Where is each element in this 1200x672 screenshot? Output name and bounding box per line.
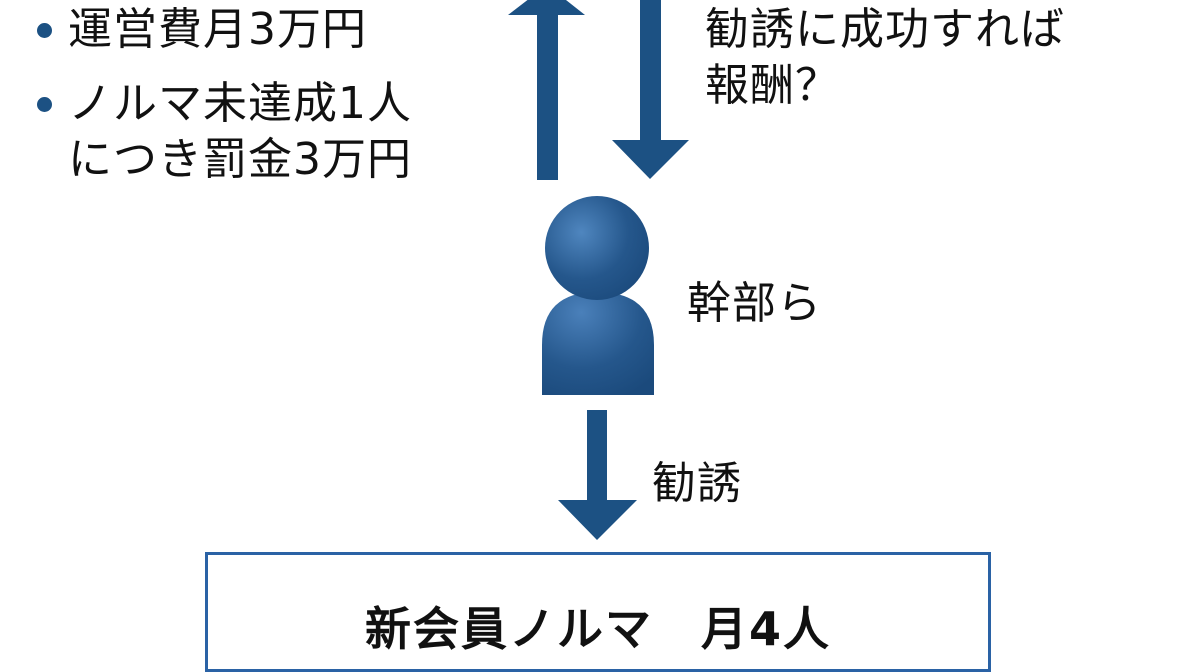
quota-text: 新会員ノルマ 月4人 [364,602,831,656]
list-item-operating-fee: 運営費月3万円 [68,4,367,55]
list-item-penalty-line1: ノルマ未達成1人 [68,78,412,129]
reward-note-line1: 勧誘に成功すれば [705,4,1065,55]
diagram-graphics [508,0,689,540]
arrow-down-icon [612,0,689,179]
bullet-icon [37,97,52,112]
list-item-penalty-line2: につき罰金3万円 [68,134,412,185]
arrow-up-icon [508,0,585,180]
person-icon [542,196,654,395]
person-label: 幹部ら [687,278,822,329]
arrow-down-icon [558,410,637,540]
bullet-icon [37,23,52,38]
reward-note-line2: 報酬？ [705,60,840,111]
quota-box: 新会員ノルマ 月4人 [205,552,991,672]
recruit-label: 勧誘 [652,458,742,509]
